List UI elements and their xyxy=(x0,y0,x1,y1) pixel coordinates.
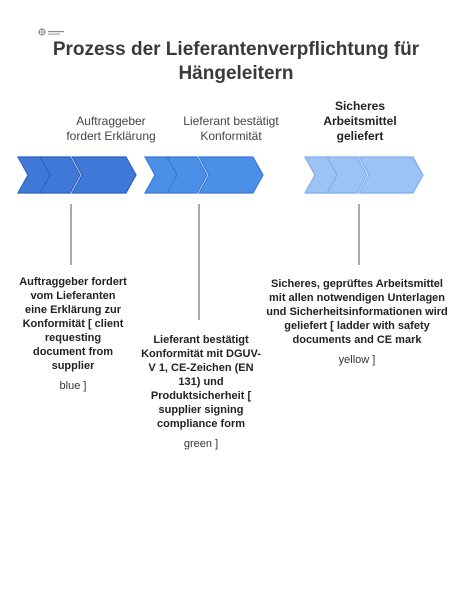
stage-3-chevron-2 xyxy=(325,156,368,194)
company-logo-icon xyxy=(38,28,64,36)
stage-2-header-line: Konformität xyxy=(200,129,262,143)
stage-1-chevron-2 xyxy=(38,156,81,194)
stage-2-chevron-3 xyxy=(197,156,264,194)
stage-1-chevron-3 xyxy=(70,156,137,194)
stage-2-description: Lieferant bestätigt Konformität mit DGUV… xyxy=(140,333,262,451)
stage-3-description-text: Sicheres, geprüftes Arbeitsmittel mit al… xyxy=(266,278,448,346)
stage-3-header-line: Arbeitsmittel xyxy=(323,114,397,128)
page-title-line-1: Prozess der Lieferantenverpflichtung für xyxy=(52,39,420,60)
stage-3-description: Sicheres, geprüftes Arbeitsmittel mit al… xyxy=(265,277,449,367)
stage-1-header: Auftraggeber fordert Erklärung xyxy=(52,114,170,144)
stage-2-description-text: Lieferant bestätigt Konformität mit DGUV… xyxy=(141,334,261,430)
stage-3-description-tail: yellow ] xyxy=(338,354,376,366)
stage-3-header-line: geliefert xyxy=(336,129,384,143)
stage-2-description-tail: green ] xyxy=(183,438,219,450)
stage-3-header: Sicheres Arbeitsmittel geliefert xyxy=(306,99,414,144)
stage-2-header-line: Lieferant bestätigt xyxy=(183,114,279,128)
page-title-line-2: Hängeleitern xyxy=(178,63,294,84)
stage-2-header: Lieferant bestätigt Konformität xyxy=(170,114,292,144)
stage-1-description-text: Auftraggeber fordert vom Lieferanten ein… xyxy=(19,276,127,372)
stage-3-chevron-3 xyxy=(357,156,424,194)
stage-1-header-line: Auftraggeber xyxy=(76,114,146,128)
stage-3-header-line: Sicheres xyxy=(334,99,386,113)
stage-1-description-tail: blue ] xyxy=(59,380,87,392)
stage-1-description: Auftraggeber fordert vom Lieferanten ein… xyxy=(18,275,128,393)
page-title: Prozess der Lieferantenverpflichtung für… xyxy=(16,38,456,86)
stage-1-header-line: fordert Erklärung xyxy=(66,129,156,143)
stage-2-chevron-2 xyxy=(165,156,208,194)
